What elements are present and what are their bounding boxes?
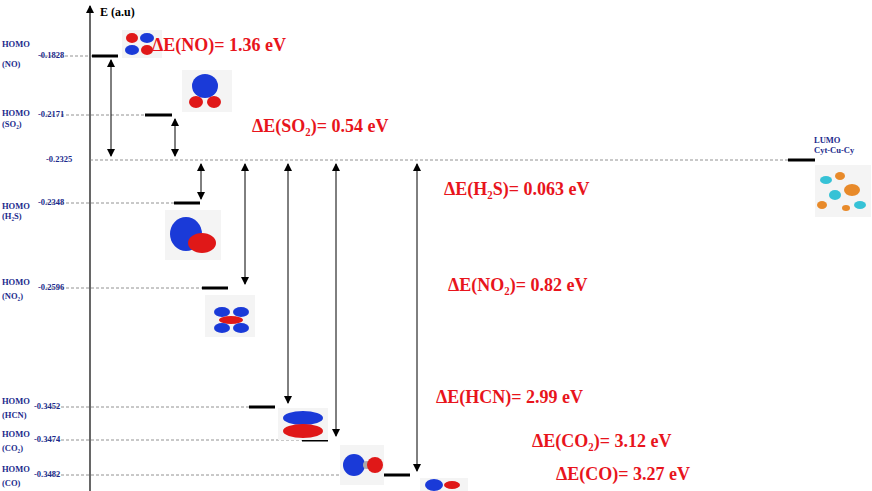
energy-value: -0.2171 <box>38 110 64 119</box>
energy-gap: ΔE(NO)= 1.36 eV <box>152 36 286 54</box>
homo-tag: HOMO <box>2 397 30 406</box>
energy-gap: ΔE(SO₂)= 0.54 eV <box>252 117 388 135</box>
homo-tag: HOMO <box>2 109 30 118</box>
energy-gap: ΔE(HCN)= 2.99 eV <box>436 388 583 406</box>
homo-tag: HOMO <box>2 40 30 49</box>
energy-value: -0.3452 <box>34 402 60 411</box>
axis-title: E (a.u) <box>100 6 135 18</box>
molecule-tag: (CO) <box>2 479 20 488</box>
guide-lines <box>40 56 788 475</box>
energy-value: -0.2348 <box>38 198 64 207</box>
energy-value: -0.2325 <box>46 155 72 164</box>
energy-levels <box>92 56 815 475</box>
molecule-tag: Cyt-Cu-Cy <box>814 146 854 155</box>
orbital-pictures <box>122 30 871 491</box>
homo-tag: HOMO <box>2 278 30 287</box>
energy-value: -0.1828 <box>38 51 64 60</box>
homo-tag: HOMO <box>2 430 30 439</box>
energy-value: -0.3482 <box>34 470 60 479</box>
energy-gap: ΔE(H₂S)= 0.063 eV <box>444 180 589 198</box>
energy-value: -0.3474 <box>34 435 60 444</box>
molecule-tag: (H₂S) <box>2 212 22 221</box>
molecule-tag: (SO₂) <box>2 120 22 129</box>
homo-tag: HOMO <box>2 202 30 211</box>
energy-axis <box>89 6 90 491</box>
lumo-tag: LUMO <box>814 136 840 145</box>
homo-tag: HOMO <box>2 465 30 474</box>
energy-gap: ΔE(CO)= 3.27 eV <box>556 465 690 483</box>
energy-value: -0.2596 <box>38 283 64 292</box>
molecule-tag: (NO) <box>2 60 20 69</box>
energy-gap: ΔE(NO₂)= 0.82 eV <box>448 276 587 294</box>
molecule-tag: (CO₂) <box>2 444 23 453</box>
energy-gap: ΔE(CO₂)= 3.12 eV <box>532 432 671 450</box>
molecule-tag: (HCN) <box>2 411 27 420</box>
gap-arrows <box>111 60 417 471</box>
molecule-tag: (NO₂) <box>2 292 23 301</box>
